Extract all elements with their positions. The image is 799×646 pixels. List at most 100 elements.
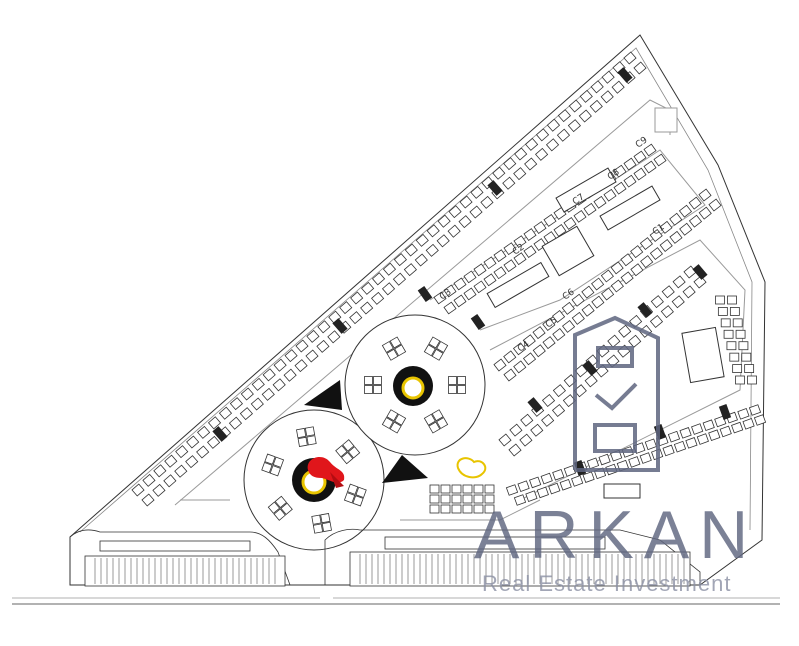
villa-unit — [748, 404, 762, 416]
villa-unit — [355, 486, 367, 498]
villa-unit — [613, 164, 627, 178]
villa-unit — [669, 212, 683, 226]
commercial-blocks — [486, 167, 725, 499]
villa-unit — [306, 435, 317, 446]
villa-unit — [389, 421, 402, 434]
villa-unit — [525, 490, 538, 503]
villa-unit — [272, 456, 285, 468]
villa-unit — [443, 301, 457, 315]
villa-unit — [610, 279, 624, 293]
villa-unit — [364, 385, 373, 394]
connector — [527, 397, 543, 413]
brand-watermark: ARKAN — [474, 497, 759, 573]
villa-unit — [164, 454, 178, 468]
villa-unit — [571, 475, 584, 487]
villa-unit — [644, 438, 657, 451]
villa-unit — [503, 259, 517, 273]
villa-unit — [261, 462, 273, 474]
villa-unit — [650, 295, 664, 309]
villa-unit — [598, 453, 611, 466]
villa-unit — [581, 303, 595, 317]
villa-unit — [295, 339, 309, 353]
villa-unit — [669, 230, 683, 244]
villa-unit — [339, 301, 353, 315]
villa-unit — [433, 291, 447, 305]
villa-unit — [513, 167, 527, 181]
villa-unit — [639, 452, 652, 464]
villa-unit — [514, 147, 528, 161]
villa-unit — [673, 440, 687, 453]
villa-unit — [628, 456, 641, 468]
villa-unit — [153, 464, 167, 478]
villa-unit — [640, 255, 654, 269]
villa-unit — [542, 318, 556, 332]
villa-unit — [364, 376, 373, 385]
villa-unit — [523, 228, 537, 241]
villa-unit — [685, 437, 698, 449]
villa-unit — [620, 271, 634, 285]
villa-unit — [207, 435, 221, 449]
villa-unit — [429, 484, 440, 494]
villa-unit — [513, 494, 527, 506]
villa-unit — [251, 377, 265, 391]
villa-unit — [535, 128, 550, 142]
pond-outline — [456, 457, 487, 479]
villa-unit — [688, 214, 703, 228]
villa-unit — [437, 214, 451, 228]
villa-unit — [350, 291, 364, 305]
villa-unit — [503, 350, 517, 364]
villa-unit — [207, 416, 222, 430]
villa-unit — [524, 157, 538, 171]
villa-unit — [304, 426, 316, 437]
villa-unit — [571, 293, 585, 307]
villa-unit — [541, 393, 556, 407]
villa-unit — [436, 234, 450, 248]
villa-unit — [591, 295, 605, 309]
villa-unit — [267, 501, 281, 514]
villa-unit — [517, 480, 530, 493]
villa-unit — [484, 494, 495, 504]
villa-unit — [600, 269, 614, 283]
villa-unit — [628, 334, 642, 348]
villa-unit — [509, 423, 523, 437]
villa-unit — [431, 348, 444, 361]
villa-unit — [381, 417, 394, 430]
villa-unit — [280, 502, 293, 516]
villa-unit — [463, 270, 477, 284]
villa-unit — [451, 504, 462, 514]
villa-unit — [429, 504, 440, 514]
villa-unit — [440, 504, 451, 514]
villa-unit — [415, 233, 429, 247]
villa-unit — [284, 349, 298, 363]
villa-unit — [343, 492, 356, 504]
villa-unit — [682, 285, 696, 299]
villa-unit — [561, 301, 575, 315]
villa-unit — [653, 153, 667, 167]
villa-unit — [581, 285, 595, 299]
villa-unit — [552, 328, 566, 342]
villa-unit — [726, 341, 737, 351]
tagline-watermark: Real Estate Investment — [482, 571, 732, 596]
villa-unit — [426, 224, 440, 238]
villa-unit — [274, 495, 288, 509]
villa-unit — [729, 352, 740, 362]
villa-unit — [360, 301, 374, 315]
strip-parking-bays — [94, 554, 685, 584]
villa-unit — [386, 409, 399, 422]
villa-unit — [316, 339, 330, 353]
villa-unit — [533, 221, 547, 234]
villa-unit — [589, 99, 603, 113]
villa-unit — [688, 196, 702, 210]
villa-unit — [717, 307, 728, 316]
villa-unit — [448, 205, 462, 219]
villa-unit — [269, 465, 281, 477]
villa-unit — [185, 455, 199, 469]
villa-unit — [294, 359, 308, 373]
villa-unit — [567, 119, 581, 133]
circular-cluster-east — [344, 314, 486, 456]
villa-unit — [381, 282, 396, 296]
villa-unit — [660, 305, 674, 319]
villa-unit — [152, 483, 166, 497]
villa-unit — [493, 266, 507, 280]
villa-unit — [484, 484, 495, 494]
